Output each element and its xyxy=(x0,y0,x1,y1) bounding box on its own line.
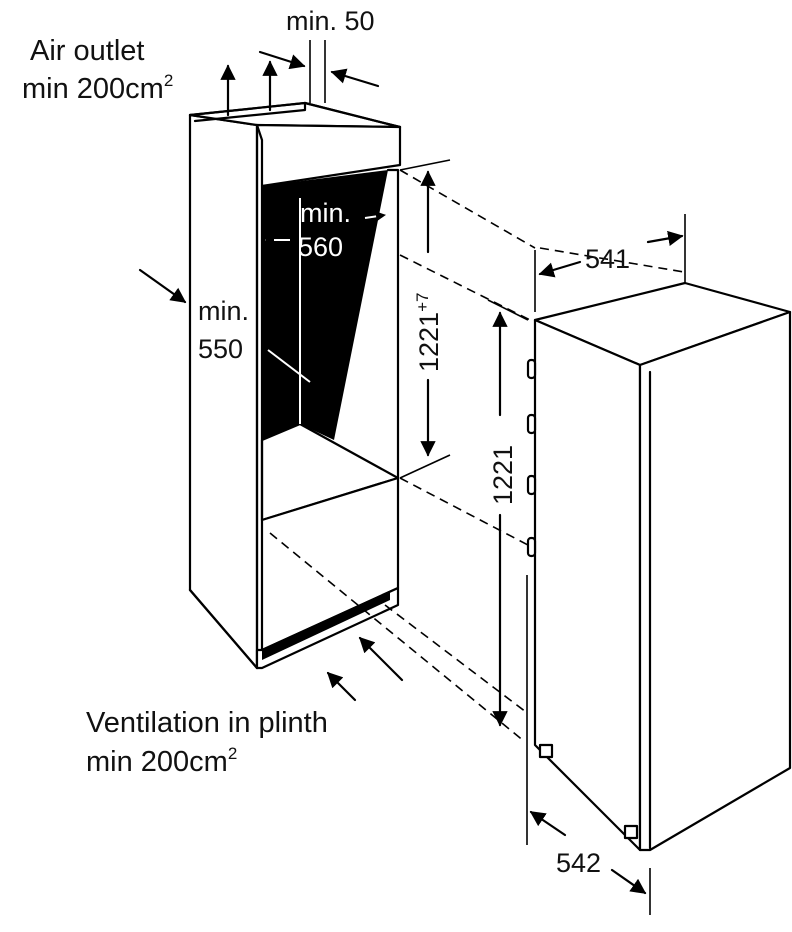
niche-dimension-guides xyxy=(264,198,386,424)
cabinet-housing xyxy=(188,101,402,670)
niche-cavity xyxy=(262,170,388,440)
min560-value: 560 xyxy=(298,232,343,262)
depth-541-label: 541 xyxy=(585,244,630,274)
appliance-height-dimension xyxy=(487,299,529,845)
appliance-door xyxy=(638,310,792,852)
min50-label: min. 50 xyxy=(286,6,375,36)
air-outlet-arrows xyxy=(220,60,278,117)
air-outlet-title: Air outlet xyxy=(30,35,144,67)
cabinet-side-panel xyxy=(188,113,259,670)
cabinet-top-rail xyxy=(255,123,402,188)
appliance xyxy=(526,281,792,852)
min550-value: 550 xyxy=(198,334,243,364)
niche-height-label: 1221+7 xyxy=(413,293,444,372)
air-outlet-area: min 200cm2 xyxy=(22,71,173,105)
depth-541-dimension xyxy=(534,214,686,312)
depth-542-label: 542 xyxy=(556,848,601,878)
ventilation-title: Ventilation in plinth xyxy=(86,707,328,739)
depth-542-dimension xyxy=(529,810,651,915)
appliance-height-label: 1221 xyxy=(488,445,518,505)
side-depth-arrow xyxy=(138,268,187,304)
appliance-side xyxy=(533,318,642,852)
min550-prefix: min. xyxy=(198,296,249,326)
min50-gap-indicator xyxy=(258,40,380,103)
min560-prefix: min. xyxy=(300,198,351,228)
ventilation-area: min 200cm2 xyxy=(86,744,237,778)
projection-lines xyxy=(269,169,685,743)
ventilation-arrows xyxy=(326,636,404,702)
